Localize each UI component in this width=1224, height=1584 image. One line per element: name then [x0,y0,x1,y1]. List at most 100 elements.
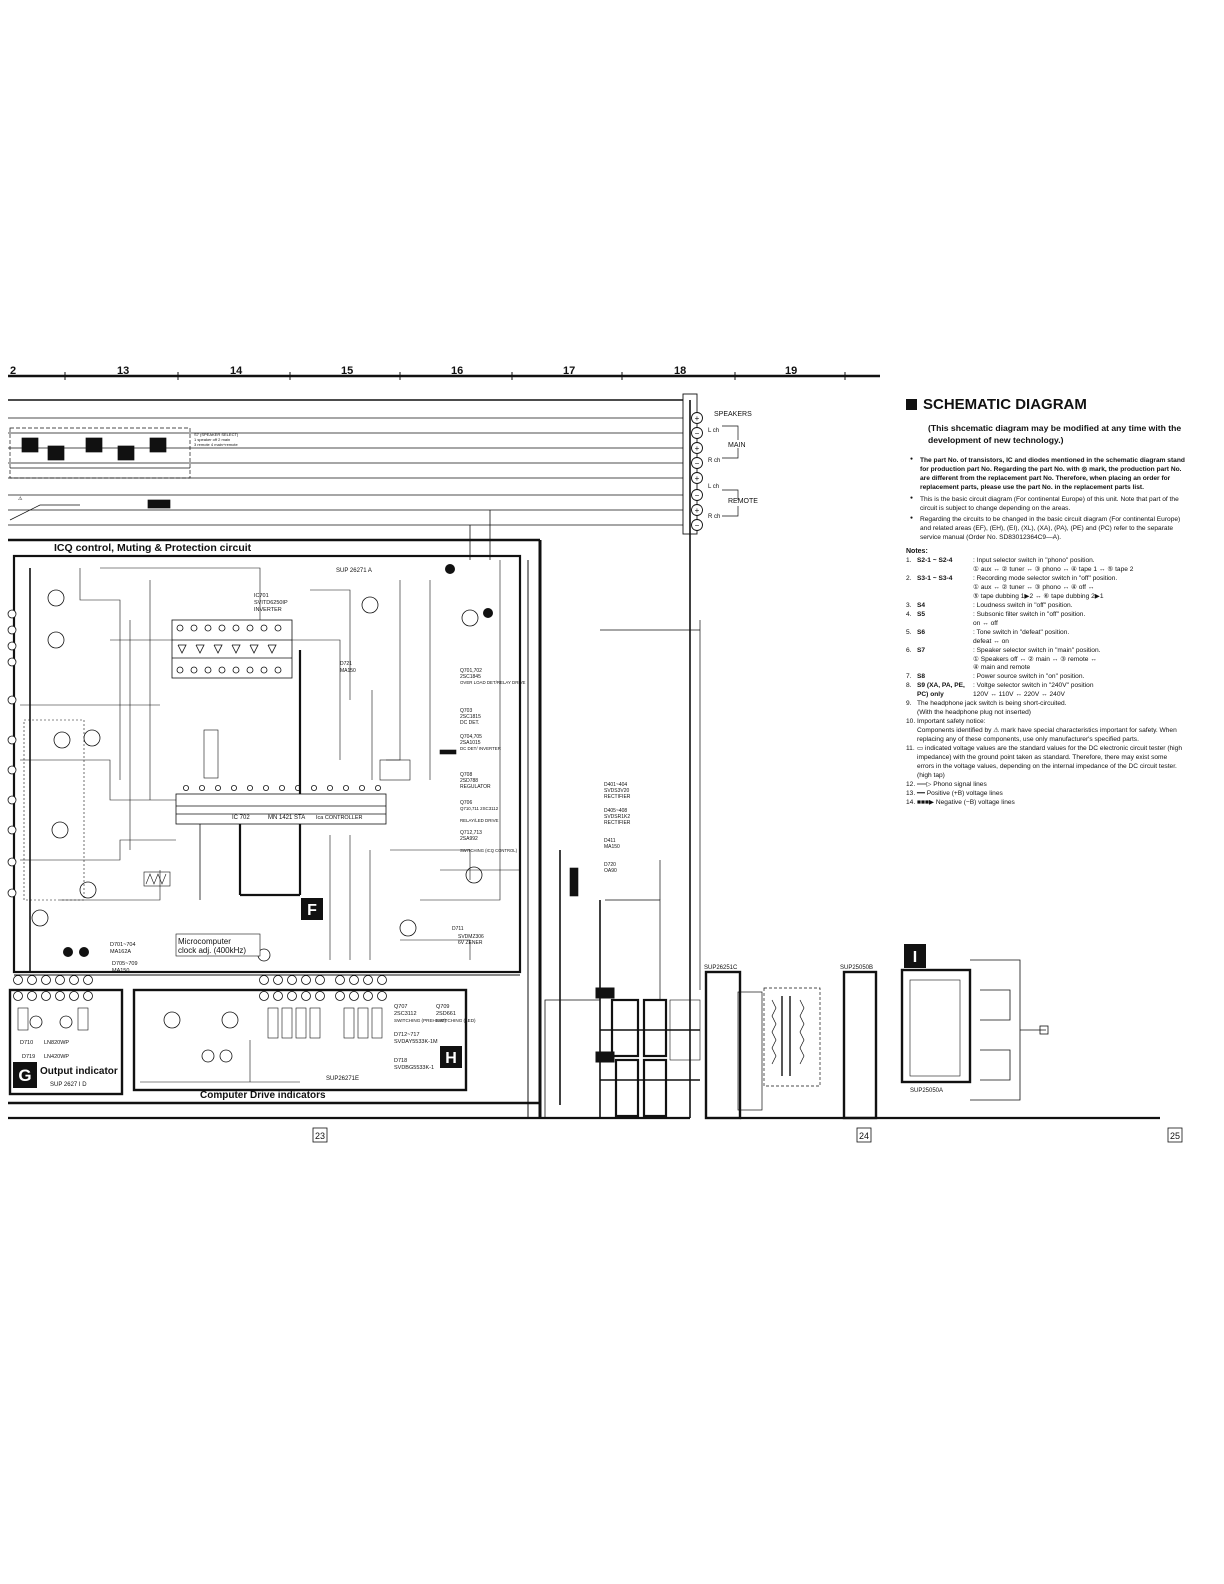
l-ch-main-label: L ch [708,428,719,434]
callout-d719-part: LN420WP [44,1054,69,1060]
notes-heading: Notes: [906,548,928,556]
bullet-item: This is the basic circuit diagram (For c… [906,495,1186,513]
callout-d718: D718 [394,1058,407,1064]
note-key: S6 [917,628,926,636]
callout-d411-part: MA150 [604,844,620,850]
output-indicator-board [8,988,124,1096]
note-value: : Power source switch in "on" position. [973,673,1085,681]
r-ch-main-label: R ch [708,458,720,464]
note-number: 11. [906,745,915,753]
note-row: 14. ■■■▶ Negative (−B) voltage lines [906,799,1186,808]
note-number: 7. [906,673,912,681]
note-value: : Input selector switch in "phono" posit… [973,557,1134,573]
callout-q712: Q712,713 [460,830,482,836]
speaker-selector-switch: S7 (SPEAKER SELECT) 1 speaker off 2 main… [9,427,239,521]
callout-d405: D405~408 [604,808,627,814]
callout-d721-part: MA150 [340,668,356,674]
ic701-ref: IC701 [254,593,269,599]
svg-text:1 speaker off 2 main: 1 speaker off 2 main [194,437,230,442]
grid-ruler: 2 13 14 15 16 17 18 19 [8,365,880,380]
callout-q707-part: 2SC3112 [394,1011,417,1017]
callout-q708-desc: REGULATOR [460,784,491,790]
svg-text:3 remote 4 main+remote: 3 remote 4 main+remote [194,442,238,447]
note-number: 13. [906,789,916,797]
board-id-a: SUP 26271 A [336,568,372,574]
callout-d705: D705~709 [112,961,138,967]
bullet-item: The part No. of transistors, IC and diod… [906,456,1186,492]
callout-q707: Q707 [394,1004,407,1010]
svg-text:S7 (SPEAKER SELECT): S7 (SPEAKER SELECT) [194,432,239,437]
note-number: 3. [906,601,912,609]
note-key: S3-1 ~ S3-4 [917,574,953,582]
svg-text:⚠: ⚠ [18,496,23,502]
board-id-a2: SUP25050A [910,1088,943,1094]
board-id-c: SUP26251C [704,965,738,971]
note-key: S4 [917,601,926,609]
callout-d710-part: LN820WP [44,1040,69,1046]
page-number-23: 23 [315,1131,325,1141]
callout-q708: Q708 [460,772,472,778]
svg-text:+: + [695,474,700,483]
note-number: 1. [906,557,912,565]
ic701-part: SVITD6250IP [254,600,288,606]
block-h-badge: H [440,1046,462,1068]
callout-d710: D710 [20,1040,33,1046]
notes-bullets: The part No. of transistors, IC and diod… [906,456,1186,542]
grid-number: 17 [563,365,575,377]
block-f-letter: F [307,902,317,919]
callout-q706: Q706 [460,800,472,806]
callout-d719: D719 [22,1054,35,1060]
rectifier-section [544,620,701,1118]
bullet-item: Regarding the circuits to be changed in … [906,515,1186,542]
callout-d405-desc: RECTIFIER [604,820,631,826]
note-row: 1. S2-1 ~ S2-4 : Input selector switch i… [906,557,1186,575]
grid-number: 15 [341,365,353,377]
board-id-e: SUP26271E [326,1076,359,1082]
callout-d401-part: SVDS3V20 [604,788,630,794]
callout-d712-part: SVDAY5533K-1M [394,1039,438,1045]
callout-d411: D411 [604,838,616,844]
note-value: : Voltge selector switch in "240V" posit… [973,682,1094,699]
note-number: 14. [906,798,916,806]
callout-d720-part: OA90 [604,868,617,874]
block-g-letter: G [18,1066,31,1085]
r-ch-remote-label: R ch [708,514,720,520]
notes-title: SCHEMATIC DIAGRAM [906,396,1186,413]
note-value: : Subsonic filter switch in "off" positi… [973,610,1086,627]
speaker-bus-lines [8,399,690,560]
note-row: 8. S9 (XA, PA, PE, PC) only : Voltge sel… [906,682,1186,700]
svg-text:+: + [695,444,700,453]
ic702-func: Ica CONTROLLER [316,815,362,821]
callout-q703-part: 2SC1815 [460,714,481,720]
note-number: 8. [906,682,912,690]
computer-callouts: Q707 2SC3112 SWITCHING (PREHEAT) Q709 2S… [394,1004,476,1071]
power-boards [704,959,1160,1120]
callout-d721: D721 [340,661,352,667]
callout-q701: Q701,702 [460,668,482,674]
callout-q704-part: 2SA1015 [460,740,481,746]
note-row: 9. The headphone jack switch is being sh… [906,700,1186,718]
svg-text:−: − [695,491,700,500]
note-value: : Loudness switch in "off" position. [973,601,1073,609]
icq-board-outline [8,538,540,976]
icq-wiring [20,560,520,972]
note-value: ▭ indicated voltage values are the stand… [917,745,1182,779]
note-number: 5. [906,628,912,636]
block-g-badge: G [13,1062,37,1088]
callout-q706-desc: RELAY/LED DRIVE [460,818,499,823]
callout-d712: D712~717 [394,1032,420,1038]
callout-q712-desc: SWITCHING (ICQ CONTROL) [460,848,518,853]
note-number: 10. [906,718,916,726]
note-number: 2. [906,574,912,582]
svg-text:+: + [695,414,700,423]
bottom-connector-rows [13,975,387,1001]
block-i-letter: I [913,949,917,966]
schematic-title: SCHEMATIC DIAGRAM [923,396,1087,413]
note-number: 12. [906,780,916,788]
grid-number: 16 [451,365,463,377]
ic701-func: INVERTER [254,607,282,613]
ic702-part: MN 1421 STA [268,815,305,821]
note-row: 3. S4 : Loudness switch in "off" positio… [906,602,1186,611]
callout-d401: D401~404 [604,782,627,788]
